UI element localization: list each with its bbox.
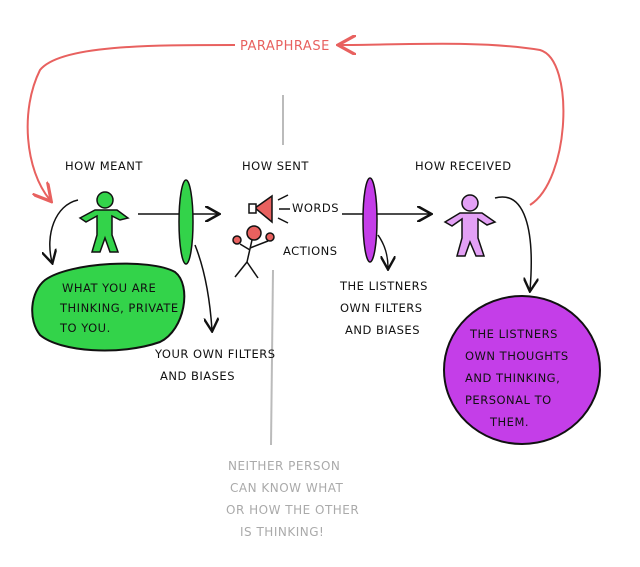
paraphrase-arrow-left (26, 44, 236, 200)
megaphone-icon (248, 194, 290, 224)
listener-filters-line-2: OWN FILTERS (340, 301, 423, 315)
note-line-1: NEITHER PERSON (228, 459, 340, 473)
sender-filter-arrow (194, 244, 212, 330)
channel-actions: ACTIONS (283, 244, 338, 258)
listener-filters-line-3: AND BIASES (345, 323, 420, 337)
paraphrase-label: PARAPHRASE (240, 39, 330, 54)
listener-figure-icon (443, 194, 497, 257)
listener-thoughts-line-3: AND THINKING, (465, 371, 560, 385)
divider-bottom (270, 269, 274, 446)
listener-thoughts-line-1: THE LISTNERS (469, 327, 558, 341)
sender-filters-line-1: YOUR OWN FILTERS (154, 347, 276, 361)
note-line-4: IS THINKING! (240, 525, 324, 539)
sender-thoughts-line-2: THINKING, PRIVATE (59, 301, 179, 315)
note-line-3: OR HOW THE OTHER (226, 503, 359, 517)
listener-arrow (494, 196, 531, 290)
listener-filter-lens (362, 177, 378, 263)
listener-filter-arrow (377, 234, 388, 268)
sender-figure-icon (78, 191, 130, 253)
paraphrase-arrow-right (340, 44, 565, 206)
sender-filters-line-2: AND BIASES (160, 369, 235, 383)
speaker-stick-figure-icon (232, 225, 275, 279)
note-line-2: CAN KNOW WHAT (230, 481, 344, 495)
stage-how-sent: HOW SENT (242, 159, 309, 173)
sender-thoughts-line-1: WHAT YOU ARE (62, 281, 156, 295)
sender-filter-lens (178, 179, 194, 265)
listener-thoughts-line-4: PERSONAL TO (465, 393, 552, 407)
sender-thoughts-blob (31, 262, 186, 352)
stage-how-received: HOW RECEIVED (415, 159, 512, 173)
listener-filters-line-1: THE LISTNERS (339, 279, 428, 293)
sender-loop-arrow (50, 199, 79, 262)
listener-thoughts-circle (443, 295, 601, 445)
sender-thoughts-line-3: TO YOU. (59, 321, 111, 335)
channel-words: WORDS (292, 201, 339, 215)
listener-thoughts-line-5: THEM. (489, 415, 529, 429)
stage-how-meant: HOW MEANT (65, 159, 143, 173)
listener-thoughts-line-2: OWN THOUGHTS (465, 349, 569, 363)
